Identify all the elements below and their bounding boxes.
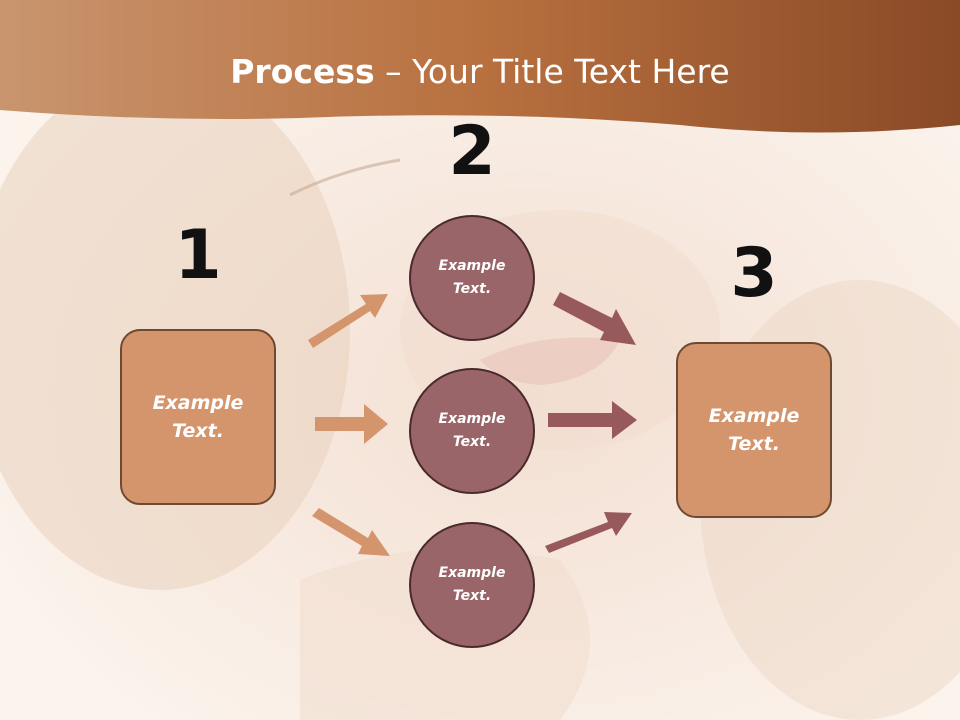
step-3-text: Example Text. [708, 404, 800, 456]
step-2-circle-bottom[interactable]: Example Text. [409, 522, 535, 648]
circle-middle-text: Example Text. [438, 410, 506, 450]
step-1-text: Example Text. [152, 391, 244, 443]
arrow-right-bottom [545, 512, 632, 553]
title-bold: Process [230, 52, 375, 91]
header-banner [0, 0, 960, 133]
circle-top-text: Example Text. [438, 257, 506, 297]
title-rest: – Your Title Text Here [374, 52, 730, 91]
step-1-box[interactable]: Example Text. [120, 329, 276, 505]
circle-bottom-text: Example Text. [438, 564, 506, 604]
step-2-circle-top[interactable]: Example Text. [409, 215, 535, 341]
arrow-left-middle [315, 404, 388, 444]
step-number-2: 2 [448, 112, 496, 191]
step-2-circle-middle[interactable]: Example Text. [409, 368, 535, 494]
arrow-left-bottom [312, 508, 390, 556]
arrow-right-top [553, 292, 636, 345]
step-number-3: 3 [730, 234, 778, 313]
step-3-box[interactable]: Example Text. [676, 342, 832, 518]
page-title: Process – Your Title Text Here [0, 52, 960, 91]
arrow-left-top [308, 294, 388, 348]
step-number-1: 1 [174, 216, 222, 295]
arrow-right-middle [548, 401, 637, 439]
